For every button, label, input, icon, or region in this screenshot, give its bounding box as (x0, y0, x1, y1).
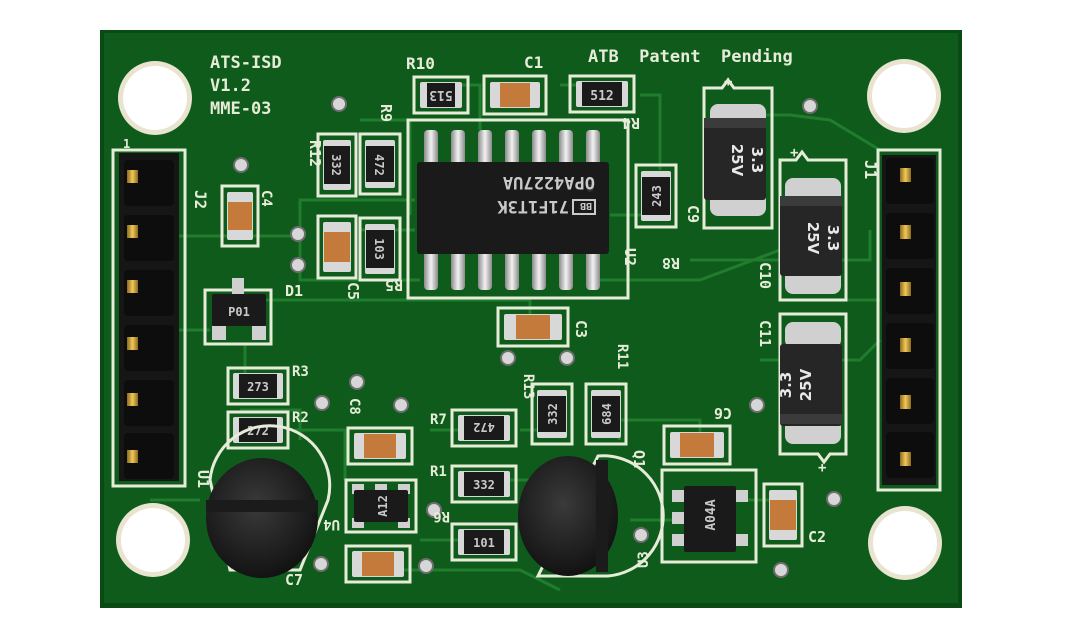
transistor-q1: Q1 (518, 450, 665, 578)
resistor-r5: 103 R5 (358, 216, 403, 294)
resistor-r4-label: R4 (622, 114, 640, 132)
capacitor-c2-label: C2 (808, 528, 826, 546)
ic-u3-marking: A04A (704, 499, 719, 530)
capacitor-c5-label: C5 (344, 282, 362, 300)
resistor-r12-value: 332 (329, 154, 343, 176)
capacitor-c7: C7 (285, 544, 412, 589)
ic-u4-label: U4 (323, 516, 340, 532)
resistor-r9-label: R9 (377, 104, 395, 122)
resistor-r10-label: R10 (406, 54, 435, 73)
resistor-r12-label: R12 (306, 140, 324, 167)
resistor-r1: 332 R1 (430, 464, 518, 504)
resistor-r3: 273 R3 (226, 364, 309, 406)
mounting-holes (116, 59, 942, 580)
tantalum-c10-line1: 3.3 (824, 225, 842, 252)
ic-u2: BB 71F1T3K OPA4227UA U2 (406, 118, 639, 300)
tantalum-c9: + 3.3 25V C9 (684, 74, 774, 230)
tantalum-c10-polarity: + (790, 145, 798, 161)
resistor-r2-label: R2 (292, 410, 309, 426)
title-line-1: ATS-ISD (210, 53, 282, 73)
capacitor-c3-label: C3 (572, 320, 590, 338)
capacitor-c4: C4 (220, 184, 274, 248)
capacitor-c7-label: C7 (285, 571, 303, 589)
ic-u4: A12 U4 (323, 478, 418, 534)
capacitor-c8: C8 (346, 398, 414, 466)
resistor-r9: 472 R9 (358, 104, 402, 196)
capacitor-c2: C2 (762, 482, 826, 548)
resistor-r3-label: R3 (292, 364, 309, 380)
j2-pins (124, 160, 174, 479)
connector-j2: J2 1 (111, 137, 210, 488)
tantalum-c11-label: C11 (756, 320, 774, 347)
tantalum-c10-line2: 25V (804, 222, 822, 255)
tantalum-c10-label: C10 (756, 262, 774, 289)
tantalum-c11-polarity: + (818, 460, 826, 476)
patent-text: ATB Patent Pending (588, 47, 793, 67)
title-line-2: V1.2 (210, 76, 251, 96)
title-line-3: MME-03 (210, 99, 271, 119)
resistor-r10: 513 R10 (406, 54, 470, 115)
resistor-r7-label: R7 (430, 412, 447, 428)
resistor-r8: 243 R8 (634, 163, 680, 272)
resistor-r12: 332 R12 (306, 132, 358, 198)
tantalum-c10: + 3.3 25V C10 (756, 145, 848, 302)
resistor-r11-value: 684 (600, 403, 614, 425)
capacitor-c6: C6 (662, 404, 732, 466)
ic-u2-logo: BB (580, 200, 592, 211)
capacitor-c8-label: C8 (346, 398, 362, 415)
capacitor-c4-label: C4 (258, 190, 274, 207)
tantalum-c11: + 3.3 25V C11 (756, 312, 848, 476)
capacitor-c5: C5 (316, 214, 362, 300)
capacitor-c3: C3 (496, 306, 590, 348)
resistor-r9-value: 472 (372, 154, 386, 176)
diode-d1: P01 D1 (203, 278, 303, 346)
resistor-r6-label: R6 (433, 508, 450, 524)
j1-label: J1 (861, 160, 880, 179)
svg-text:1: 1 (123, 137, 130, 151)
resistor-r7: 472 R7 (430, 408, 518, 448)
capacitor-c6-label: C6 (714, 404, 732, 422)
title-block: ATS-ISD V1.2 MME-03 ATB Patent Pending (210, 47, 793, 119)
j1-pins (886, 158, 934, 478)
regulator-u1: U1 (194, 424, 332, 578)
resistor-r5-label: R5 (385, 276, 403, 294)
ic-u2-label: U2 (621, 248, 639, 266)
capacitor-c1: C1 (482, 53, 548, 116)
tantalum-c9-line1: 3.3 (748, 147, 766, 174)
resistor-r6: 101 R6 (433, 508, 518, 562)
diode-d1-marking: P01 (228, 305, 250, 319)
resistor-r8-label: R8 (662, 254, 680, 272)
resistor-r4: 512 R4 (568, 74, 640, 132)
resistor-r13-value: 332 (546, 403, 560, 425)
tantalum-c11-line2: 25V (797, 368, 815, 401)
resistor-r1-label: R1 (430, 464, 447, 480)
transistor-q1-label: Q1 (630, 450, 648, 468)
ic-u2-marking-2: OPA4227UA (503, 172, 595, 192)
vias (233, 96, 842, 578)
resistor-r10-value: 513 (429, 87, 452, 102)
tantalum-c9-label: C9 (684, 205, 702, 223)
resistor-r6-value: 101 (473, 536, 495, 550)
regulator-u1-label: U1 (194, 470, 212, 488)
resistor-r11: 684 R11 (584, 344, 630, 446)
ic-u4-marking: A12 (376, 495, 390, 517)
j2-label: J2 (191, 190, 210, 209)
diode-d1-label: D1 (285, 282, 303, 300)
tantalum-c9-line2: 25V (728, 144, 746, 177)
capacitor-c1-label: C1 (524, 53, 543, 72)
resistor-r13-label: R13 (520, 374, 536, 399)
ic-u2-marking-1: 71F1T3K (497, 196, 569, 216)
tantalum-c11-line1: 3.3 (777, 372, 795, 399)
resistor-r4-value: 512 (590, 89, 613, 104)
resistor-r11-label: R11 (614, 344, 630, 369)
resistor-r7-value: 472 (473, 420, 495, 434)
connector-j1: J1 (861, 148, 942, 492)
tantalum-c9-polarity: + (724, 74, 732, 90)
resistor-r8-value: 243 (650, 185, 664, 207)
resistor-r5-value: 103 (372, 238, 386, 260)
resistor-r1-value: 332 (473, 478, 495, 492)
resistor-r13: 332 R13 (520, 374, 574, 446)
resistor-r3-value: 273 (247, 380, 269, 394)
